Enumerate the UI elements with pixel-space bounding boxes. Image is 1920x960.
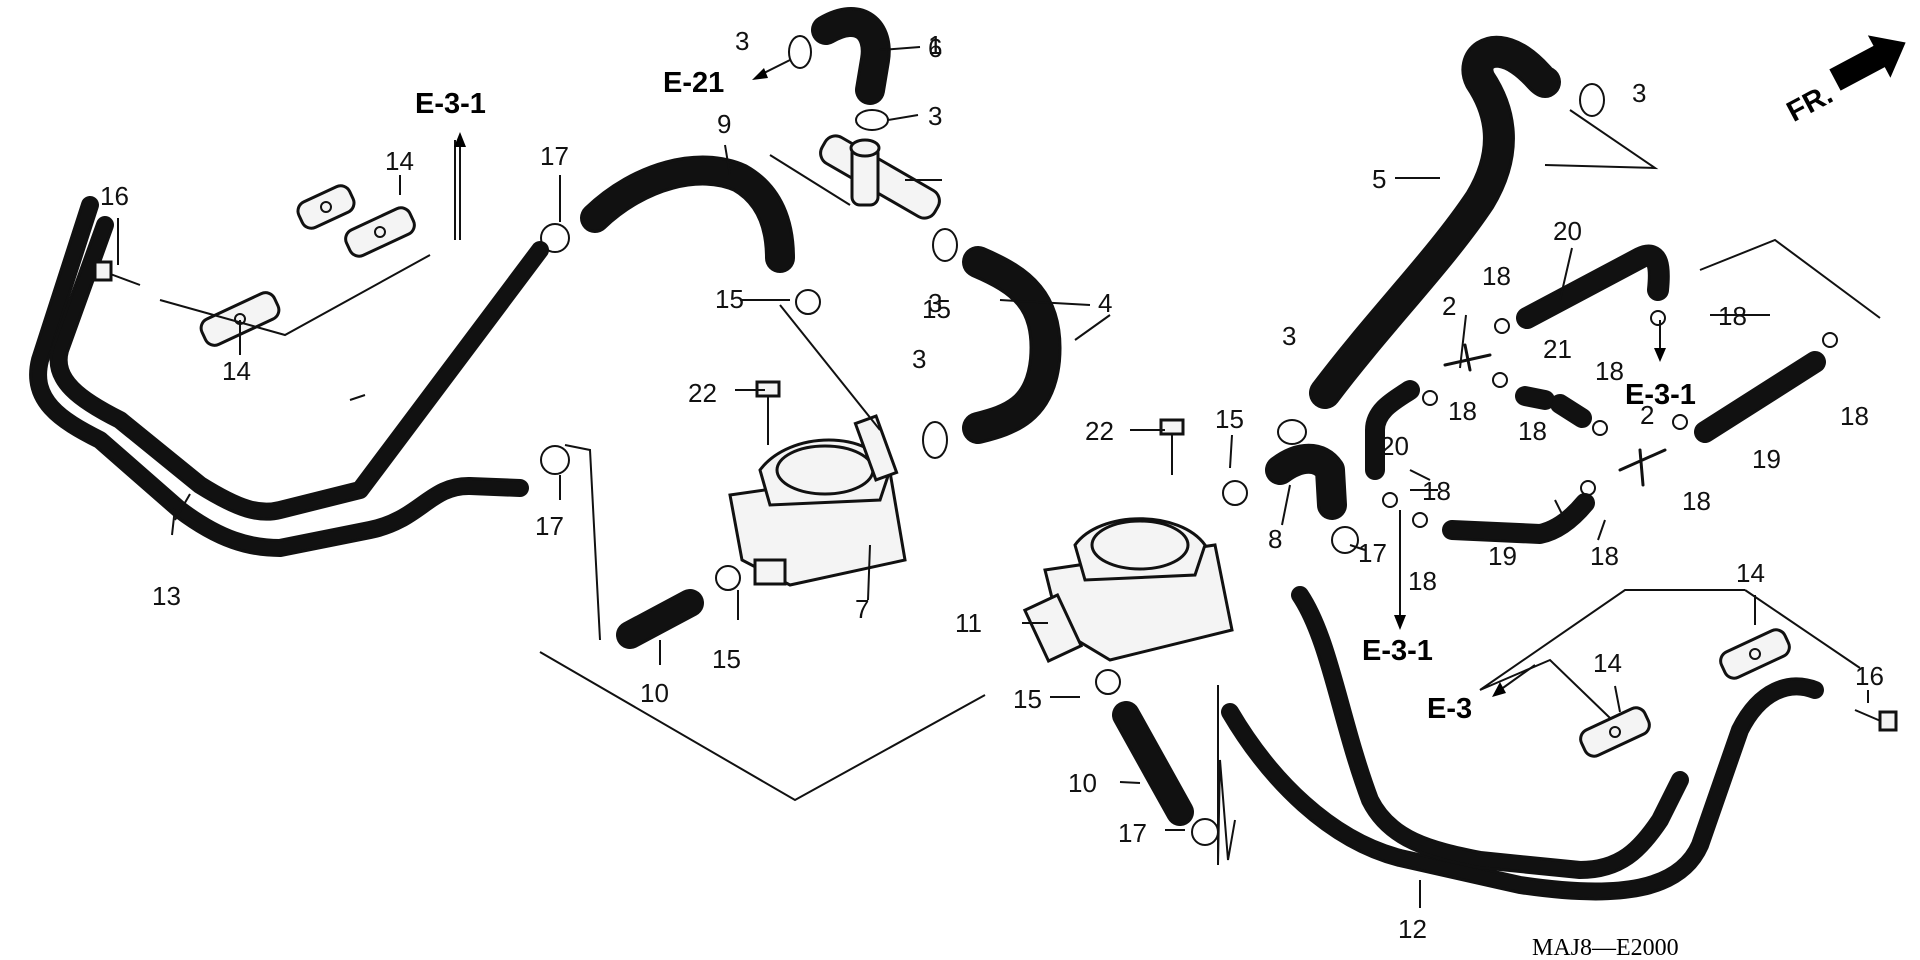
pipe-12[interactable] <box>1221 586 1824 901</box>
callout: 17 <box>1358 538 1387 568</box>
clamps <box>540 35 1838 846</box>
valve-11[interactable] <box>1022 517 1234 663</box>
callout: 14 <box>385 146 414 176</box>
callout: 18 <box>1448 396 1477 426</box>
callout: 5 <box>1372 164 1386 194</box>
callout: 15 <box>712 644 741 674</box>
hose-10-left[interactable] <box>616 589 704 649</box>
callout: 17 <box>540 141 569 171</box>
callout: 17 <box>535 511 564 541</box>
callout: 18 <box>1595 356 1624 386</box>
ref-e31-right-upper: E-3-1 <box>1625 379 1696 411</box>
callout: 3 <box>928 288 942 318</box>
callout: 15 <box>1013 684 1042 714</box>
callout: 12 <box>1398 914 1427 944</box>
callout: 22 <box>1085 416 1114 446</box>
callout: 9 <box>717 109 731 139</box>
hose-19-right[interactable] <box>1694 351 1826 443</box>
callout: 14 <box>1736 558 1765 588</box>
callout: 3 <box>1632 78 1646 108</box>
gasket-14-a[interactable] <box>295 182 358 231</box>
callout: 13 <box>152 581 181 611</box>
callout: 18 <box>1482 261 1511 291</box>
callout: 8 <box>1268 524 1282 554</box>
gasket-14-d[interactable] <box>1717 627 1792 682</box>
hose-20-upper[interactable] <box>1516 244 1670 329</box>
bolt-22-left[interactable] <box>755 380 781 445</box>
pipe-13[interactable] <box>29 196 549 557</box>
leader-lines <box>117 46 1869 908</box>
callout: 7 <box>855 594 869 624</box>
gasket-14-c[interactable] <box>198 289 282 348</box>
callout: 16 <box>1855 661 1884 691</box>
callout: 17 <box>1118 818 1147 848</box>
hose-6[interactable] <box>811 7 891 105</box>
callouts: 1 2 2 3 3 3 3 3 3 4 5 6 7 8 9 10 10 11 1… <box>100 26 1884 944</box>
callout: 10 <box>1068 768 1097 798</box>
ref-e21: E-21 <box>663 67 724 99</box>
hose-5[interactable] <box>1309 35 1561 409</box>
callout: 18 <box>1422 476 1451 506</box>
valve-7[interactable] <box>728 414 907 587</box>
callout: 11 <box>955 608 982 638</box>
hose-9[interactable] <box>580 155 795 273</box>
callout: 22 <box>688 378 717 408</box>
callout: 4 <box>1098 288 1112 318</box>
callout: 16 <box>100 181 129 211</box>
callout: 2 <box>1640 400 1654 430</box>
callout: 3 <box>735 26 749 56</box>
callout: 18 <box>1590 541 1619 571</box>
bolt-16-left[interactable] <box>93 260 141 286</box>
hose-20-lower[interactable] <box>1365 380 1420 480</box>
callout: 20 <box>1380 431 1409 461</box>
callout: 18 <box>1408 566 1437 596</box>
gasket-14-b[interactable] <box>342 205 417 260</box>
hose-21[interactable] <box>1515 386 1592 428</box>
callout: 3 <box>912 344 926 374</box>
callout: 15 <box>715 284 744 314</box>
callout: 18 <box>1682 486 1711 516</box>
front-label: FR. <box>1782 78 1838 128</box>
reference-arrows <box>454 59 1666 697</box>
joint-1[interactable] <box>816 132 944 223</box>
diagram-code: MAJ8—E2000 <box>1532 935 1679 960</box>
callout: 18 <box>1518 416 1547 446</box>
assembly-lines <box>159 109 1881 866</box>
callout: 6 <box>928 33 942 63</box>
joint-2-upper[interactable] <box>1443 343 1492 372</box>
callout: 21 <box>1543 334 1572 364</box>
callout: 18 <box>1718 301 1747 331</box>
callout: 19 <box>1752 444 1781 474</box>
callout: 15 <box>922 294 951 324</box>
callout: 14 <box>222 356 251 386</box>
callout: 18 <box>1840 401 1869 431</box>
joint-2-lower[interactable] <box>1618 448 1667 487</box>
callout: 14 <box>1593 648 1622 678</box>
callout: 10 <box>640 678 669 708</box>
bolt-22-right[interactable] <box>1159 418 1185 475</box>
callout: 2 <box>1442 291 1456 321</box>
bolt-16-right[interactable] <box>1854 709 1898 732</box>
callout: 15 <box>1215 404 1244 434</box>
ref-e31-right-lower: E-3-1 <box>1362 635 1433 667</box>
front-arrow-icon <box>1829 35 1906 91</box>
gasket-14-e[interactable] <box>1577 705 1652 760</box>
ref-e31-top-left: E-3-1 <box>415 88 486 120</box>
hose-19-lower[interactable] <box>1442 493 1595 544</box>
callout: 1 <box>928 30 942 60</box>
hose-4[interactable] <box>962 246 1062 444</box>
callout: 3 <box>1282 321 1296 351</box>
hose-10-right[interactable] <box>1112 701 1194 826</box>
ref-e3: E-3 <box>1427 693 1472 725</box>
callout: 3 <box>928 101 942 131</box>
hose-8[interactable] <box>1265 443 1347 520</box>
callout: 19 <box>1488 541 1517 571</box>
callout: 20 <box>1553 216 1582 246</box>
